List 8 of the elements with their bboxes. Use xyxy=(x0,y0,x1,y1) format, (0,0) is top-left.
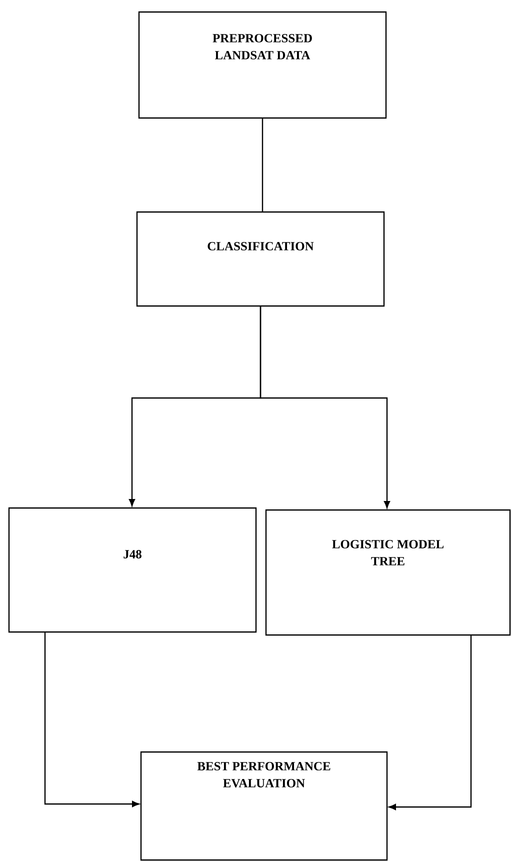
process-box: PREPROCESSED LANDSAT DATA xyxy=(138,11,387,119)
process-box: BEST PERFORMANCE EVALUATION xyxy=(140,751,388,861)
arrow xyxy=(388,635,472,810)
arrow xyxy=(44,632,140,808)
arrow xyxy=(260,306,390,508)
process-box: J48 xyxy=(8,507,257,633)
process-box: CLASSIFICATION xyxy=(136,211,385,307)
process-box: LOGISTIC MODEL TREE xyxy=(265,509,511,636)
